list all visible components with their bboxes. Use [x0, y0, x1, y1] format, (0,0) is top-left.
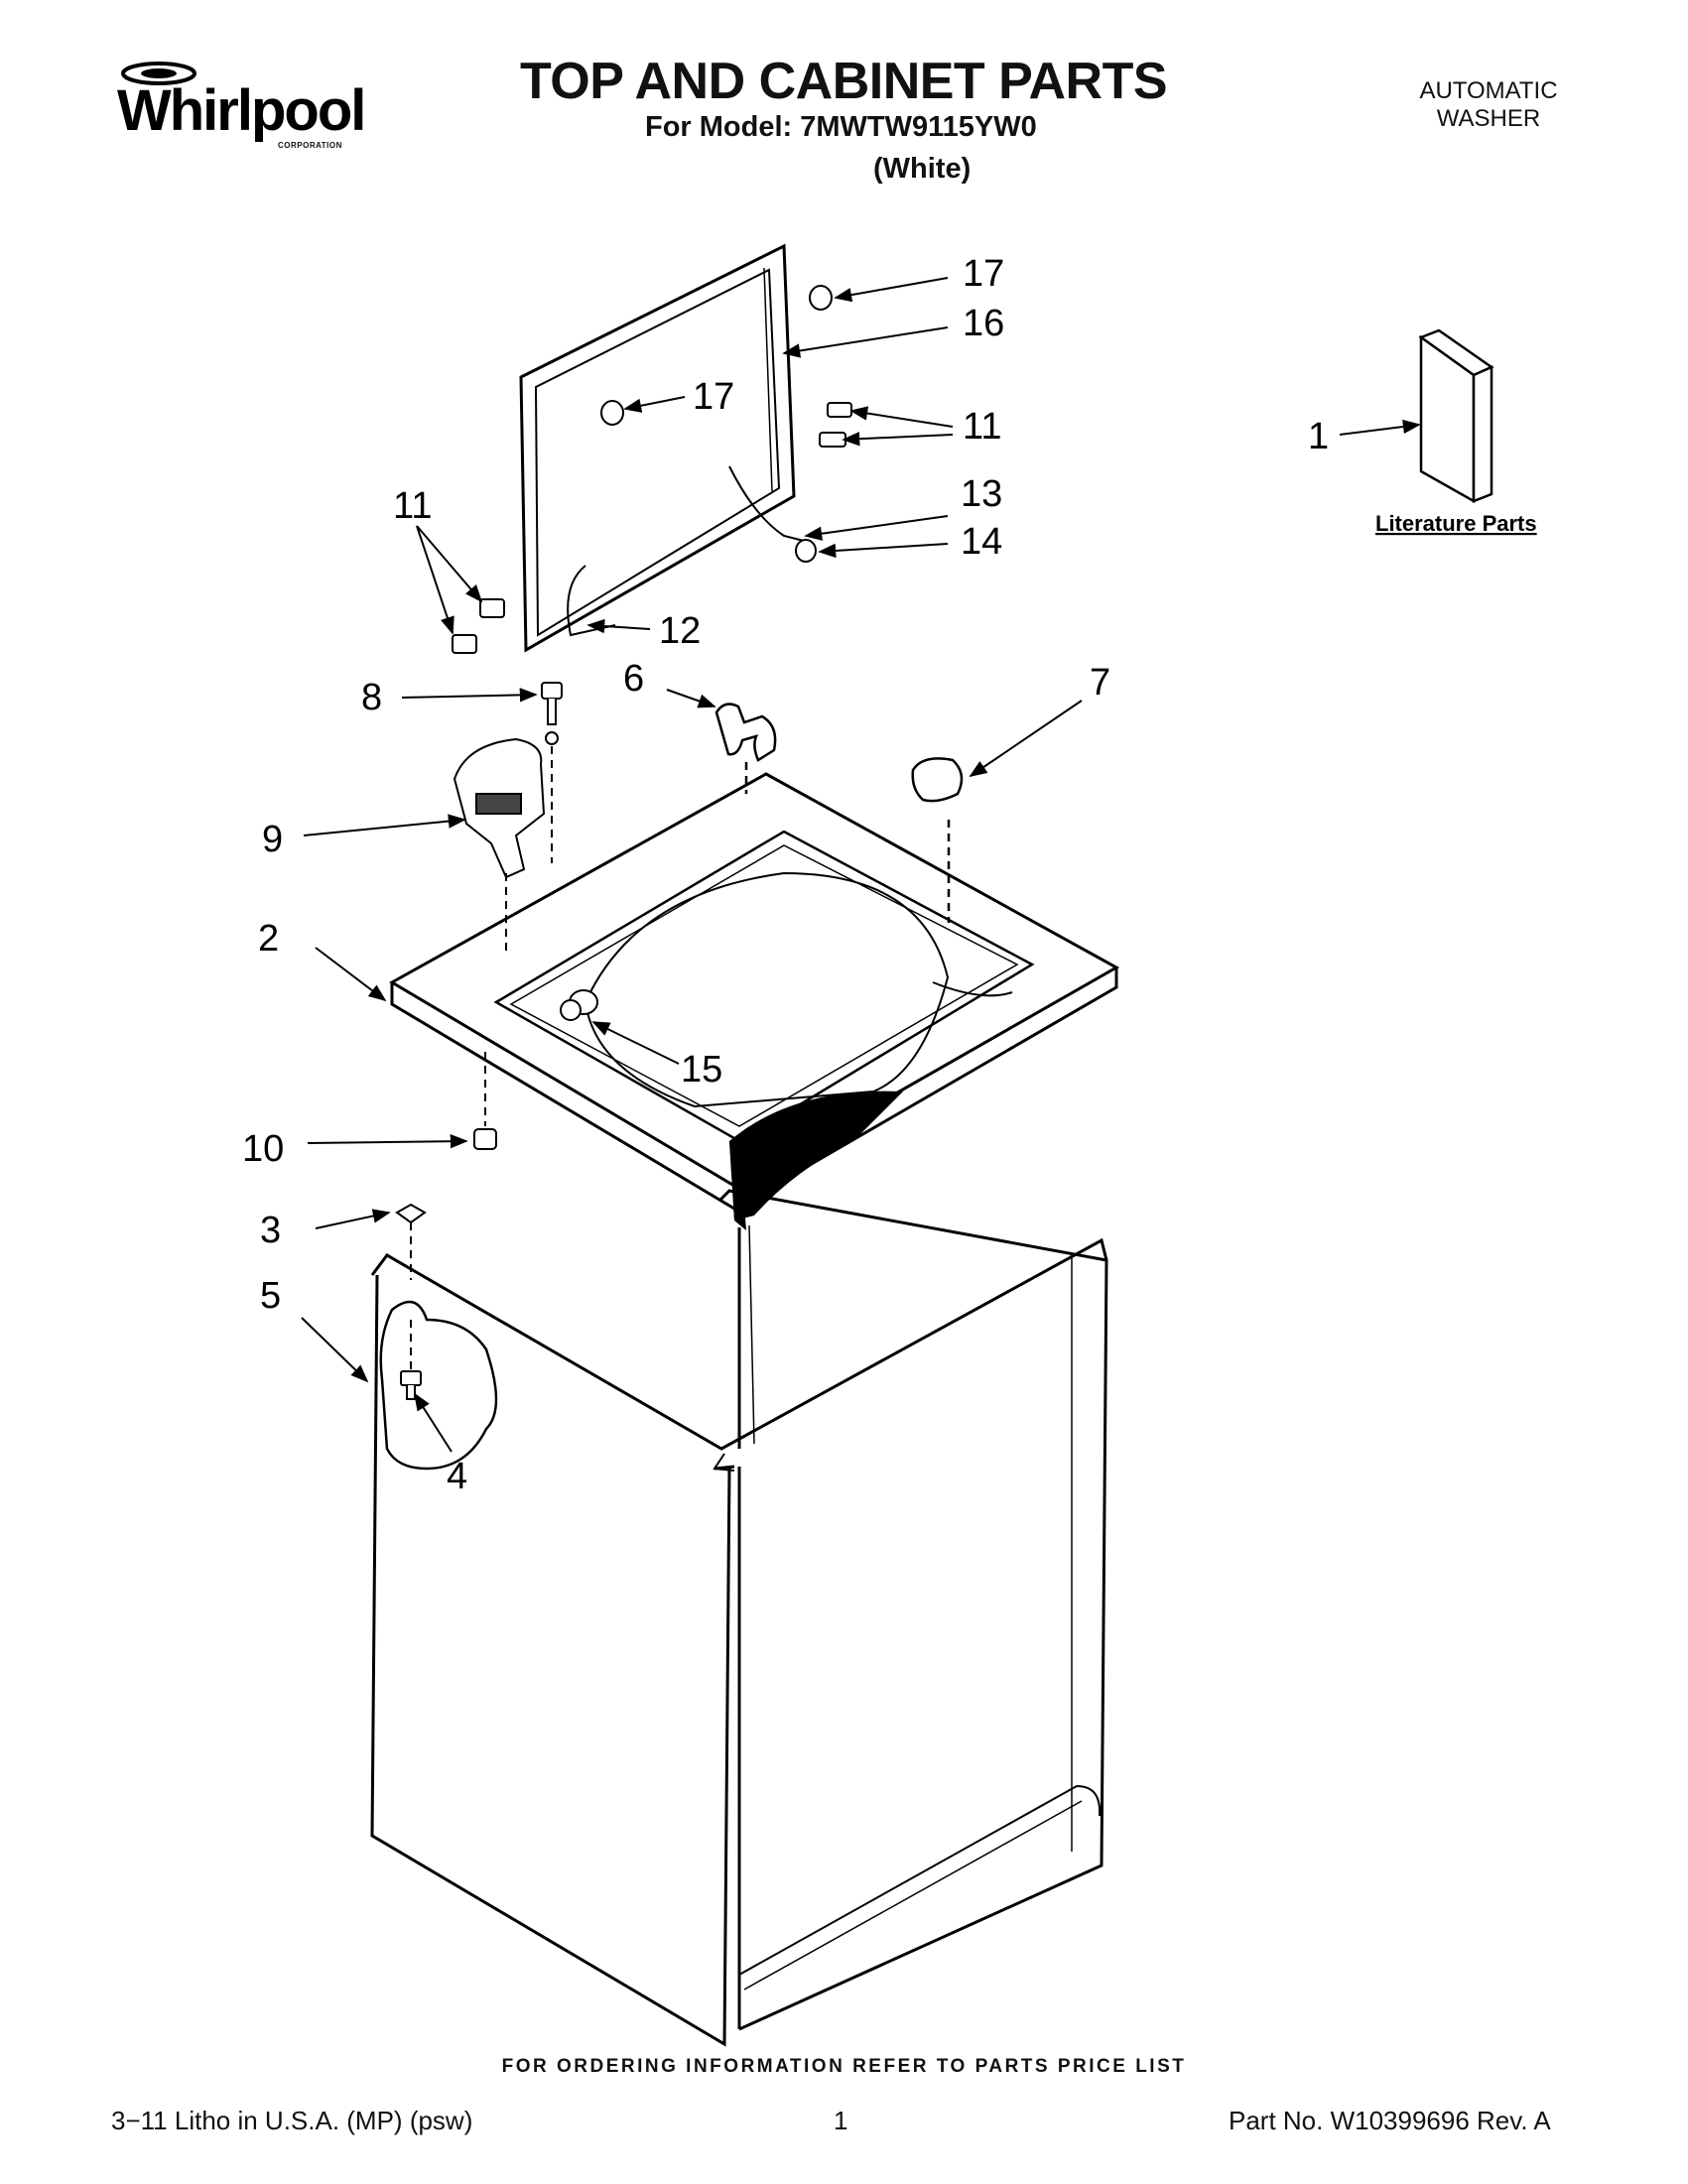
- model-number: For Model: 7MWTW9115YW0: [645, 111, 1037, 143]
- litho-info: 3−11 Litho in U.S.A. (MP) (psw): [111, 2106, 473, 2135]
- hinge-clip: [714, 703, 777, 794]
- callout-17-mid: 17: [693, 376, 734, 418]
- bleach-cap: [911, 757, 964, 923]
- callout-14: 14: [961, 521, 1002, 563]
- model-color: (White): [873, 153, 972, 185]
- callout-numbers: 1 2 3 4 5 6 7 8 9 10 11 11 12 13 14 15 1…: [242, 253, 1537, 1497]
- leader-lines: [301, 277, 1421, 1453]
- callout-13: 13: [961, 473, 1002, 515]
- callout-7: 7: [1090, 662, 1110, 704]
- part-number: Part No. W10399696 Rev. A: [1229, 2106, 1551, 2135]
- callout-16: 16: [963, 303, 1004, 344]
- water-inlet: [560, 989, 598, 1021]
- switch-screw: [541, 682, 563, 863]
- callout-11-left: 11: [393, 485, 432, 527]
- callout-5: 5: [260, 1275, 281, 1317]
- cabinet-front-seam: [729, 1091, 903, 1230]
- product-type-line-2: WASHER: [1436, 105, 1541, 132]
- page-title: TOP AND CABINET PARTS: [519, 53, 1168, 110]
- callout-12: 12: [659, 610, 701, 652]
- top-clip: [395, 1203, 427, 1280]
- callout-1: 1: [1308, 416, 1329, 457]
- callout-2: 2: [258, 918, 279, 960]
- callout-10: 10: [242, 1128, 284, 1170]
- callout-4: 4: [447, 1456, 467, 1497]
- brand-name: Whirlpool: [117, 78, 366, 143]
- callout-6: 6: [623, 658, 644, 700]
- callout-8: 8: [361, 677, 382, 718]
- brand-logo: Whirlpool CORPORATION: [109, 60, 377, 159]
- literature-booklet: [1418, 328, 1494, 504]
- product-type: AUTOMATIC WASHER: [1389, 77, 1588, 133]
- cabinet-cutaway: [379, 1300, 498, 1471]
- callout-11-right: 11: [963, 406, 1001, 448]
- brand-subtitle: CORPORATION: [278, 141, 342, 150]
- lid-switch: [453, 737, 546, 953]
- literature-parts-label: Literature Parts: [1375, 511, 1537, 536]
- cabinet-screw: [400, 1320, 422, 1400]
- page-number: 1: [834, 2106, 848, 2135]
- nut: [473, 1052, 497, 1150]
- callout-9: 9: [262, 819, 283, 860]
- cabinet: [370, 1189, 1108, 2047]
- logo-swirl-icon: [121, 62, 196, 85]
- callout-17-top: 17: [963, 253, 1004, 295]
- callout-3: 3: [260, 1210, 281, 1251]
- ordering-note: FOR ORDERING INFORMATION REFER TO PARTS …: [501, 2056, 1187, 2077]
- product-type-line-1: AUTOMATIC: [1419, 77, 1558, 104]
- lid: [519, 243, 805, 653]
- callout-15: 15: [681, 1049, 722, 1091]
- lid-fasteners: [452, 285, 852, 654]
